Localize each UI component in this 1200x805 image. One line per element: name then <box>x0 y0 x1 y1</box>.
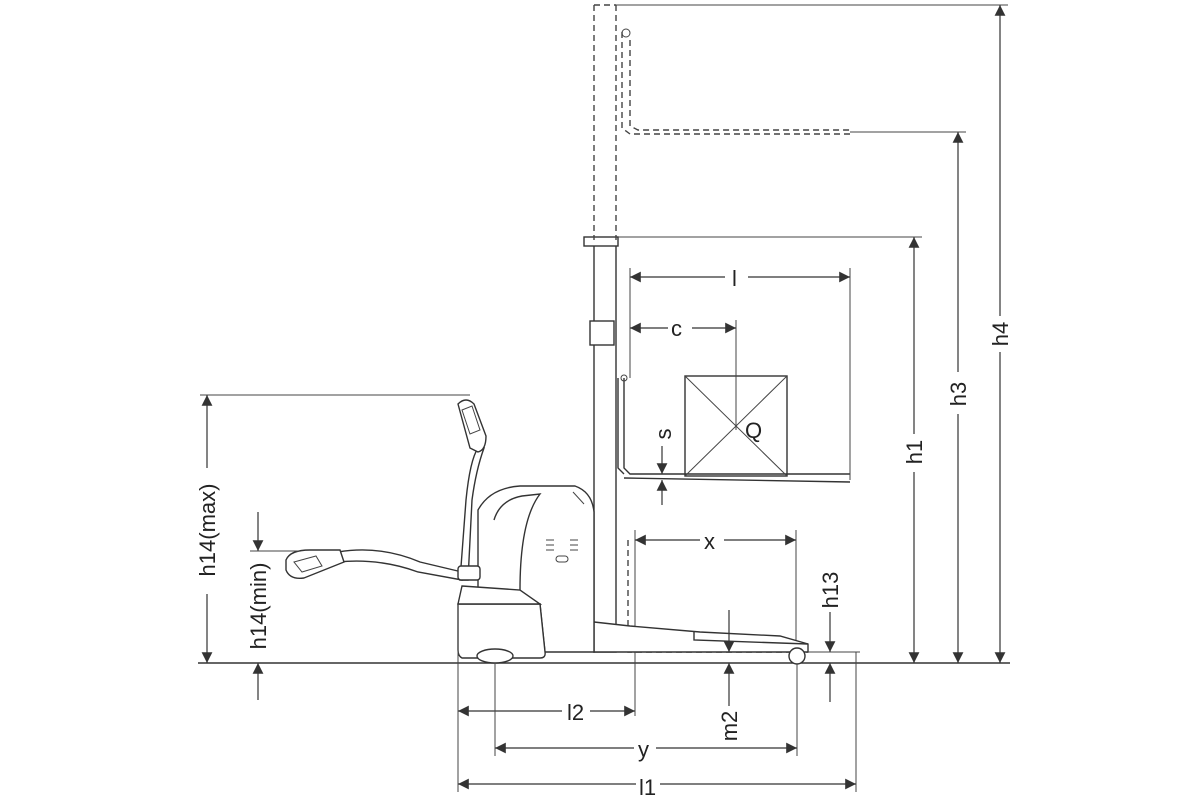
label-h3: h3 <box>946 382 971 406</box>
dim-y: y <box>494 664 798 762</box>
label-h14-max: h14(max) <box>195 484 220 577</box>
tiller-arm <box>285 399 487 581</box>
dim-s: s <box>651 429 676 505</box>
label-s: s <box>651 429 676 440</box>
label-l2: l2 <box>567 700 584 725</box>
label-h1: h1 <box>902 440 927 464</box>
label-y: y <box>638 737 649 762</box>
label-h14-min: h14(min) <box>246 563 271 650</box>
label-m2: m2 <box>717 711 742 742</box>
label-l: l <box>732 266 737 291</box>
label-h4: h4 <box>988 322 1013 346</box>
dim-h14-max: h14(max) <box>195 394 470 663</box>
dim-l2: l2 <box>457 604 635 792</box>
label-h13: h13 <box>818 572 843 609</box>
truck-body <box>457 485 595 664</box>
dim-c: c <box>630 316 737 430</box>
raised-forks <box>621 28 850 135</box>
dim-h3: h3 <box>850 131 971 663</box>
label-q: Q <box>745 418 762 443</box>
fork-legs <box>593 540 809 665</box>
dim-h14-min: h14(min) <box>246 512 300 700</box>
dim-l1: l1 <box>458 652 857 800</box>
fork-carriage <box>617 374 851 483</box>
mast <box>583 4 619 653</box>
dim-h13: h13 <box>808 572 860 702</box>
dim-x: x <box>634 529 797 716</box>
dim-m2: m2 <box>717 610 742 741</box>
dim-l: l <box>629 266 851 480</box>
label-x: x <box>704 529 715 554</box>
label-c: c <box>671 316 682 341</box>
dim-h4: h4 <box>616 4 1013 663</box>
dim-h1: h1 <box>618 236 927 663</box>
label-l1: l1 <box>639 775 656 800</box>
